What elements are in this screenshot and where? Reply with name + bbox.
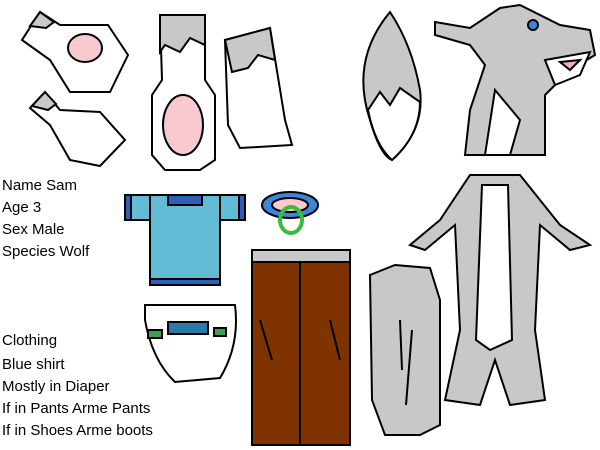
clothing-shoes: If in Shoes Arme boots xyxy=(2,422,153,439)
clothing-shirt: Blue shirt xyxy=(2,356,65,373)
tail xyxy=(362,10,422,162)
clothing-pants: If in Pants Arme Pants xyxy=(2,400,151,417)
diaper xyxy=(144,304,237,384)
shirt xyxy=(124,194,246,286)
profile-age: Age 3 xyxy=(2,199,42,216)
foot-front xyxy=(151,14,216,171)
clothing-heading: Clothing xyxy=(2,332,58,349)
wolf-body xyxy=(407,174,593,407)
paw-left-bottom xyxy=(28,90,127,168)
profile-species: Species Wolf xyxy=(2,243,90,260)
profile-name: Name Sam xyxy=(2,177,78,194)
profile-sex: Sex Male xyxy=(2,221,65,238)
pants xyxy=(251,249,351,446)
foot-side xyxy=(223,26,294,150)
pacifier xyxy=(261,191,319,235)
clothing-diaper: Mostly in Diaper xyxy=(2,378,110,395)
tail-back xyxy=(368,263,441,436)
wolf-head xyxy=(434,3,597,156)
paw-left-top xyxy=(20,10,130,93)
